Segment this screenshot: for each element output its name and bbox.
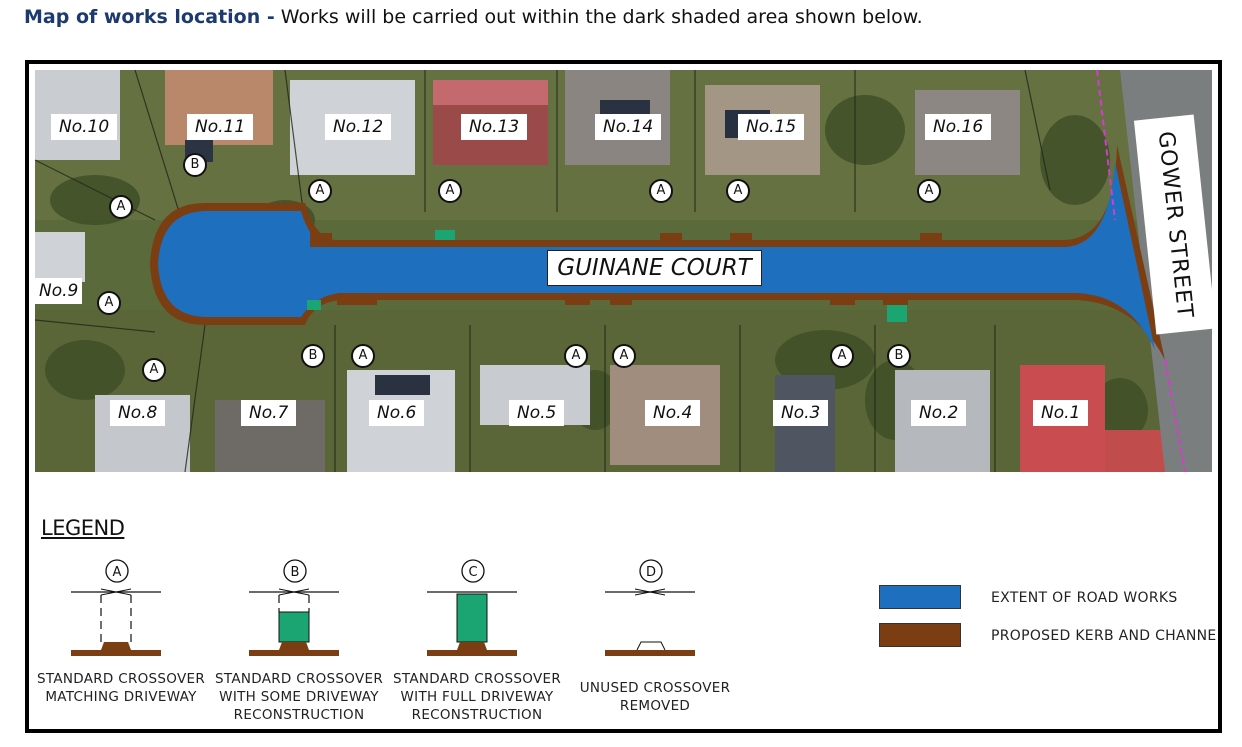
lot-label-5: No.5 [509, 400, 565, 426]
crossover-marker: A [726, 179, 750, 203]
lot-label-10: No.10 [51, 114, 118, 140]
lot-label-4: No.4 [645, 400, 701, 426]
legend-title: LEGEND [41, 516, 125, 540]
legend-label-kerb: PROPOSED KERB AND CHANNEL [991, 628, 1222, 644]
legend-letter-d: D [646, 565, 656, 580]
legend-label-road-works: EXTENT OF ROAD WORKS [991, 590, 1178, 606]
legend-letter-c: C [468, 565, 477, 580]
legend-item-d: D UNUSED CROSSOVER REMOVED [565, 554, 745, 729]
legend-caption-c: STANDARD CROSSOVER WITH FULL DRIVEWAY RE… [392, 671, 562, 723]
crossover-marker: A [308, 179, 332, 203]
lot-label-7: No.7 [241, 400, 297, 426]
legend-symbol-d: D [605, 559, 695, 656]
page-heading: Map of works location - Works will be ca… [24, 6, 1224, 28]
crossover-marker: A [109, 195, 133, 219]
map-frame: GUINANE COURT GOWER STREET No.10 No.11 N… [25, 60, 1222, 733]
crossover-marker: A [97, 291, 121, 315]
heading-bold: Map of works location - [24, 6, 275, 28]
legend-caption-a: STANDARD CROSSOVER MATCHING DRIVEWAY [36, 671, 206, 705]
crossover-marker: A [351, 344, 375, 368]
lot-label-6: No.6 [369, 400, 425, 426]
lot-label-13: No.13 [461, 114, 528, 140]
legend-caption-b: STANDARD CROSSOVER WITH SOME DRIVEWAY RE… [214, 671, 384, 723]
legend-letter-b: B [291, 565, 300, 580]
lot-label-1: No.1 [1033, 400, 1089, 426]
crossover-marker: A [142, 358, 166, 382]
crossover-marker: B [887, 344, 911, 368]
legend-symbol-b: B [249, 559, 339, 656]
lot-label-16: No.16 [925, 114, 992, 140]
legend-item-a: A STANDARD CROSSOVER MATCHING DRIVEWAY [31, 554, 211, 729]
lot-label-15: No.15 [738, 114, 805, 140]
street-label-gower-text: GOWER STREET [1152, 129, 1198, 320]
heading-text: Works will be carried out within the dar… [280, 6, 923, 28]
lot-label-11: No.11 [187, 114, 254, 140]
legend-swatch-road-works [879, 585, 961, 609]
crossover-marker: A [612, 344, 636, 368]
aerial-map: GUINANE COURT GOWER STREET No.10 No.11 N… [35, 70, 1212, 472]
lot-label-8: No.8 [110, 400, 166, 426]
crossover-marker: B [183, 153, 207, 177]
legend-symbol-a: A [71, 559, 161, 656]
legend-caption-d: UNUSED CROSSOVER REMOVED [579, 680, 731, 714]
lot-label-9: No.9 [35, 278, 83, 304]
street-label-guinane: GUINANE COURT [547, 250, 762, 286]
lot-label-14: No.14 [595, 114, 662, 140]
crossover-marker: A [649, 179, 673, 203]
crossover-marker: A [917, 179, 941, 203]
legend-symbol-c: C [427, 559, 517, 656]
crossover-marker: B [301, 344, 325, 368]
crossover-marker: A [438, 179, 462, 203]
crossover-marker: A [830, 344, 854, 368]
lot-label-2: No.2 [911, 400, 967, 426]
legend-swatch-kerb [879, 623, 961, 647]
legend-item-b: B STANDARD CROSSOVER WITH SOME DRIVEWAY … [209, 554, 389, 729]
lot-label-3: No.3 [773, 400, 829, 426]
legend-letter-a: A [113, 565, 122, 580]
legend-item-c: C STANDARD CROSSOVER WITH FULL DRIVEWAY … [387, 554, 567, 729]
lot-label-12: No.12 [325, 114, 392, 140]
crossover-marker: A [564, 344, 588, 368]
